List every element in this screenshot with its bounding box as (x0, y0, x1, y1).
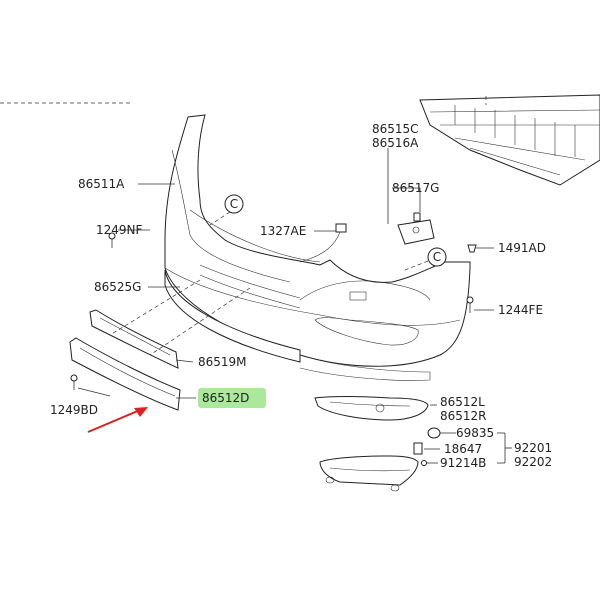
bulb-18647 (413, 442, 423, 455)
screw-1244FE (466, 296, 474, 313)
label-86517G: 86517G (392, 181, 439, 195)
label-1249BD: 1249BD (50, 403, 98, 417)
bracket-86517G (397, 212, 435, 245)
fog-lamp-bezel (314, 396, 429, 421)
label-86511A: 86511A (78, 177, 125, 191)
red-pointer-arrow (87, 407, 148, 433)
bumper-cover (164, 114, 471, 381)
screw-1249BD (70, 374, 78, 390)
bumper-beam (419, 94, 600, 186)
svg-text:C: C (433, 250, 441, 264)
screw-1491AD (467, 244, 477, 253)
label-92201: 92201 (514, 441, 552, 455)
callout-c-right: C (404, 247, 447, 271)
fog-lamp-assembly (319, 455, 419, 492)
screw-91214B (421, 460, 427, 466)
lower-molding (69, 337, 181, 411)
label-1244FE: 1244FE (498, 303, 543, 317)
screw-1249NF (108, 232, 116, 248)
label-1249NF: 1249NF (96, 223, 143, 237)
label-86512D: 86512D (202, 391, 249, 405)
svg-text:C: C (230, 197, 238, 211)
label-86516A: 86516A (372, 136, 419, 150)
leader-lines (77, 148, 512, 464)
highlight-86512D (198, 388, 266, 408)
label-69835: 69835 (456, 426, 494, 440)
label-86512L: 86512L (440, 395, 485, 409)
label-1491AD: 1491AD (498, 241, 546, 255)
label-86519M: 86519M (198, 355, 247, 369)
label-18647: 18647 (444, 442, 482, 456)
grommet-69835 (427, 427, 441, 439)
label-91214B: 91214B (440, 456, 486, 470)
clip-1327AE (299, 223, 347, 263)
label-1327AE: 1327AE (260, 224, 306, 238)
label-86515C: 86515C (372, 122, 419, 136)
callout-c-left: C (209, 194, 244, 226)
label-86525G: 86525G (94, 280, 141, 294)
label-92202: 92202 (514, 455, 552, 469)
label-86512R: 86512R (440, 409, 487, 423)
